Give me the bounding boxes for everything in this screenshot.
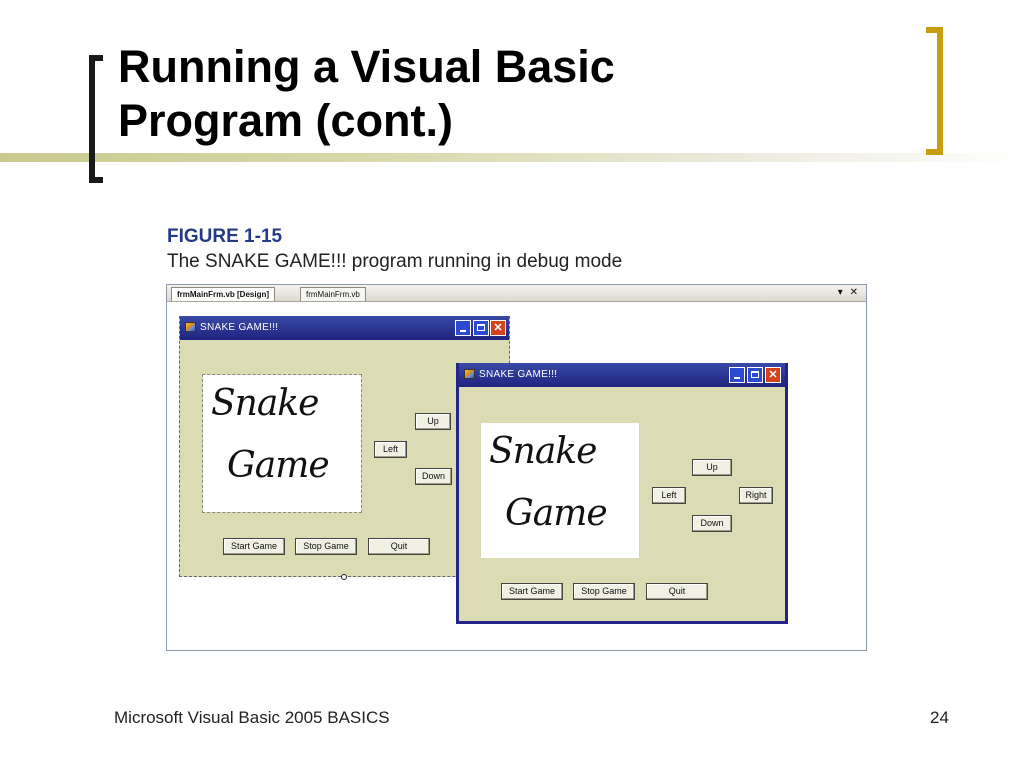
logo-text-line-1: Snake — [489, 431, 597, 472]
tab-strip-controls: ▾ ✕ — [834, 286, 858, 300]
figure-label: FIGURE 1-15 — [167, 226, 283, 247]
minimize-icon[interactable] — [729, 367, 745, 383]
up-button[interactable]: Up — [692, 459, 732, 476]
logo-text-line-1: Snake — [211, 383, 319, 424]
snake-game-logo: Snake Game — [202, 374, 362, 513]
logo-text-line-2: Game — [505, 493, 608, 534]
slide-footer: Microsoft Visual Basic 2005 BASICS — [114, 708, 390, 727]
resize-handle[interactable] — [341, 574, 347, 580]
logo-text-line-2: Game — [227, 445, 330, 486]
right-button[interactable]: Right — [739, 487, 773, 504]
left-button[interactable]: Left — [652, 487, 686, 504]
tab-close-icon[interactable]: ✕ — [849, 287, 858, 298]
down-button[interactable]: Down — [692, 515, 732, 532]
title-accent-line — [0, 153, 1024, 162]
maximize-icon[interactable] — [473, 320, 489, 336]
tab-form-code[interactable]: frmMainFrm.vb — [300, 287, 366, 301]
design-form-title-bar[interactable]: SNAKE GAME!!! ✕ — [180, 316, 509, 340]
slide-page-number: 24 — [930, 708, 949, 727]
close-icon[interactable]: ✕ — [765, 367, 781, 383]
snake-game-logo: Snake Game — [481, 423, 639, 558]
debug-form-title-bar[interactable]: SNAKE GAME!!! ✕ — [459, 363, 785, 387]
quit-button[interactable]: Quit — [368, 538, 430, 555]
close-icon[interactable]: ✕ — [490, 320, 506, 336]
down-button[interactable]: Down — [415, 468, 452, 485]
maximize-icon[interactable] — [747, 367, 763, 383]
start-game-button[interactable]: Start Game — [223, 538, 285, 555]
app-icon — [464, 369, 475, 379]
design-form-window: SNAKE GAME!!! ✕ Snake Game Up Left Down … — [179, 316, 510, 577]
tab-form-design[interactable]: frmMainFrm.vb [Design] — [171, 287, 276, 301]
figure-caption: The SNAKE GAME!!! program running in deb… — [167, 251, 623, 272]
quit-button[interactable]: Quit — [646, 583, 708, 600]
slide-title: Running a Visual Basic Program (cont.) — [118, 40, 615, 148]
right-bracket-decoration — [926, 27, 943, 155]
start-game-button[interactable]: Start Game — [501, 583, 563, 600]
debug-form-title: SNAKE GAME!!! — [479, 369, 558, 380]
design-form-title: SNAKE GAME!!! — [200, 322, 279, 333]
minimize-icon[interactable] — [455, 320, 471, 336]
tab-dropdown-icon[interactable]: ▾ — [837, 287, 843, 298]
ide-tab-strip: frmMainFrm.vb [Design] frmMainFrm.vb ▾ ✕ — [167, 285, 866, 302]
app-icon — [185, 322, 196, 332]
left-button[interactable]: Left — [374, 441, 407, 458]
debug-form-window: SNAKE GAME!!! ✕ Snake Game Up Left Right… — [456, 363, 788, 624]
stop-game-button[interactable]: Stop Game — [573, 583, 635, 600]
up-button[interactable]: Up — [415, 413, 451, 430]
left-bracket-decoration — [89, 55, 103, 183]
stop-game-button[interactable]: Stop Game — [295, 538, 357, 555]
slide-title-line-2: Program (cont.) — [118, 95, 454, 146]
slide-title-line-1: Running a Visual Basic — [118, 41, 615, 92]
